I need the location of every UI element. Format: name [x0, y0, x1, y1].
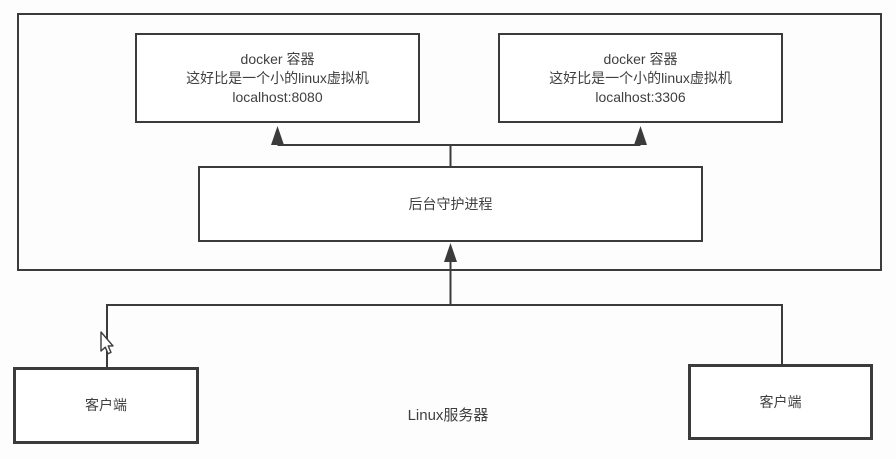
- docker-container-box-8080: docker 容器 这好比是一个小的linux虚拟机 localhost:808…: [135, 33, 420, 123]
- client-label: 客户端: [85, 397, 127, 413]
- container-address: localhost:3306: [595, 88, 686, 105]
- container-subtitle: 这好比是一个小的linux虚拟机: [186, 69, 369, 86]
- arrowhead-up-icon: [634, 126, 647, 145]
- arrowhead-up-icon: [444, 243, 457, 262]
- client-box-left: 客户端: [13, 367, 199, 444]
- arrowhead-up-icon: [271, 126, 284, 145]
- container-address: localhost:8080: [232, 88, 323, 105]
- container-subtitle: 这好比是一个小的linux虚拟机: [549, 69, 732, 86]
- docker-container-box-3306: docker 容器 这好比是一个小的linux虚拟机 localhost:330…: [498, 33, 783, 123]
- client-box-right: 客户端: [688, 364, 873, 440]
- connector-clients-to-daemon: [106, 258, 783, 367]
- client-label: 客户端: [759, 393, 802, 410]
- container-title: docker 容器: [240, 50, 315, 67]
- server-label: Linux服务器: [407, 407, 489, 424]
- daemon-label: 后台守护进程: [408, 195, 493, 212]
- mouse-cursor-icon: [100, 331, 114, 355]
- daemon-process-box: 后台守护进程: [198, 166, 703, 242]
- connector-daemon-to-containers: [276, 138, 642, 166]
- container-title: docker 容器: [603, 50, 678, 67]
